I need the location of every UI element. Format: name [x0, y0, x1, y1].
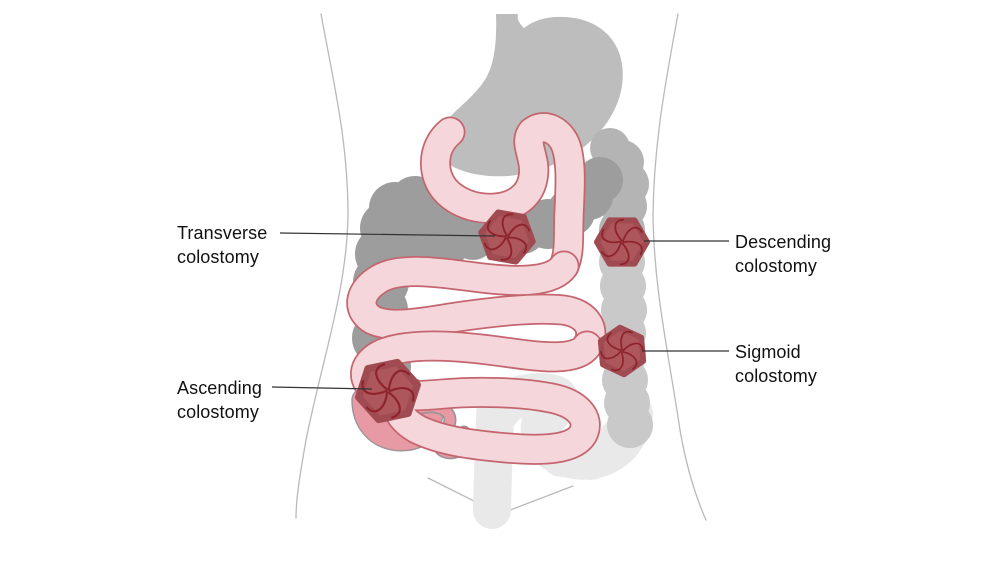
- label-ascending-colostomy: Ascending colostomy: [177, 378, 262, 422]
- label-sigmoid-colostomy: Sigmoid colostomy: [735, 342, 817, 386]
- descending-colostomy-stoma: [597, 218, 647, 267]
- duodenum-fill: [421, 113, 584, 280]
- ascending-leader-line: [271, 386, 373, 390]
- label-descending-colostomy: Descending colostomy: [735, 232, 832, 276]
- transverse-leader-line: [279, 232, 496, 237]
- jejunum-fill: [348, 252, 605, 360]
- torso-left-side-line: [295, 13, 349, 519]
- ileum-fill: [351, 332, 601, 464]
- label-transverse-colostomy: Transverse colostomy: [177, 223, 268, 267]
- torso-right-side-line: [652, 13, 707, 521]
- small-intestine: [346, 112, 607, 465]
- leader-lines: [271, 232, 729, 390]
